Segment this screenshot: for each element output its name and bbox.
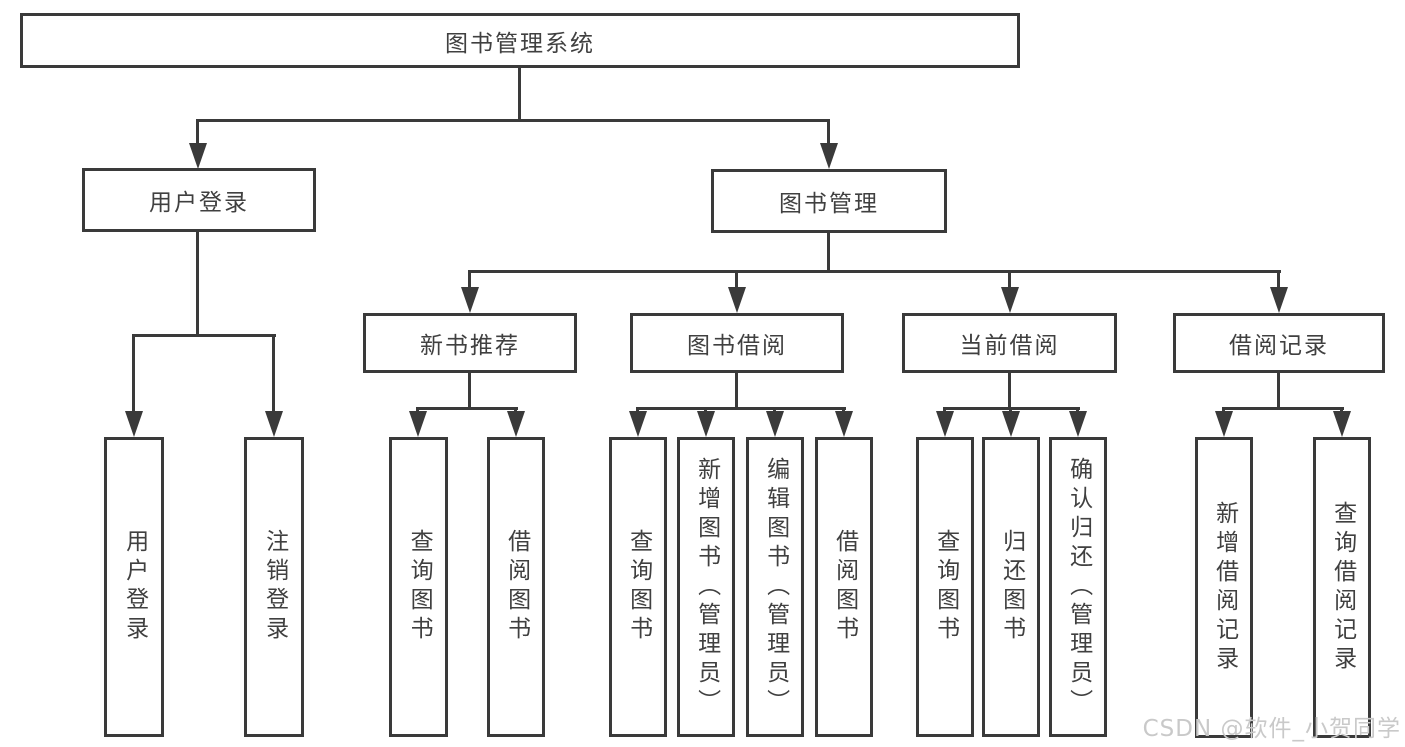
node-current-borrow-label: 当前借阅 xyxy=(959,333,1060,359)
connector-borrow-records-hbar xyxy=(1222,407,1344,410)
arrowhead-to-current-borrow xyxy=(1001,287,1019,313)
leaf-query-borrow-record-label: 查询借阅记录 xyxy=(1329,500,1356,675)
node-root: 图书管理系统 xyxy=(20,13,1020,68)
node-borrow-records: 借阅记录 xyxy=(1173,313,1385,373)
connector-current-borrow-stem xyxy=(1008,373,1011,409)
arrowhead-to-leaf xyxy=(835,411,853,437)
arrowhead-to-leaf-logout xyxy=(265,411,283,437)
leaf-query-books-recommend: 查询图书 xyxy=(389,437,448,737)
leaf-logout-login: 注销登录 xyxy=(244,437,304,737)
connector-root-stem xyxy=(518,68,521,122)
connector-stub xyxy=(1009,407,1012,414)
arrowhead-to-new-book xyxy=(461,287,479,313)
leaf-borrow-books: 借阅图书 xyxy=(815,437,873,737)
node-user-login: 用户登录 xyxy=(82,168,316,232)
node-new-book-recommend: 新书推荐 xyxy=(363,313,577,373)
node-borrow-records-label: 借阅记录 xyxy=(1229,333,1329,359)
leaf-confirm-return-admin-label: 确认归还（管理员） xyxy=(1065,456,1092,718)
node-book-management-label: 图书管理 xyxy=(779,191,879,217)
connector-user-login-hbar xyxy=(132,334,276,337)
connector-book-borrow-stem xyxy=(735,373,738,409)
leaf-logout-login-label: 注销登录 xyxy=(261,529,288,645)
arrowhead-to-book-management xyxy=(820,143,838,169)
connector-to-new-book-stem xyxy=(468,270,471,289)
arrowhead-to-user-login xyxy=(189,143,207,169)
leaf-confirm-return-admin: 确认归还（管理员） xyxy=(1049,437,1107,737)
node-current-borrow: 当前借阅 xyxy=(902,313,1117,373)
leaf-user-login: 用户登录 xyxy=(104,437,164,737)
leaf-return-books: 归还图书 xyxy=(982,437,1040,737)
connector-to-book-borrow-stem xyxy=(735,270,738,289)
leaf-edit-book-admin: 编辑图书（管理员） xyxy=(746,437,804,737)
arrowhead-to-leaf-login xyxy=(125,411,143,437)
connector-stub xyxy=(1340,407,1343,414)
connector-stub xyxy=(416,407,419,414)
node-book-management: 图书管理 xyxy=(711,169,947,233)
connector-stub xyxy=(943,407,946,414)
arrowhead-to-leaf xyxy=(629,411,647,437)
connector-stub xyxy=(704,407,707,414)
arrowhead-to-leaf xyxy=(409,411,427,437)
node-root-label: 图书管理系统 xyxy=(445,30,595,57)
arrowhead-to-leaf xyxy=(1069,411,1087,437)
connector-book-management-stem xyxy=(827,233,830,272)
arrowhead-to-book-borrow xyxy=(728,287,746,313)
leaf-query-books-borrow-label: 查询图书 xyxy=(625,529,652,645)
arrowhead-to-leaf xyxy=(766,411,784,437)
node-book-borrow: 图书借阅 xyxy=(630,313,844,373)
leaf-user-login-label: 用户登录 xyxy=(121,529,148,645)
arrowhead-to-leaf xyxy=(1215,411,1233,437)
connector-to-current-borrow-stem xyxy=(1008,270,1011,289)
arrowhead-to-leaf xyxy=(1002,411,1020,437)
arrowhead-to-leaf xyxy=(1333,411,1351,437)
connector-to-leaf-login-stem xyxy=(132,334,135,413)
leaf-add-borrow-record: 新增借阅记录 xyxy=(1195,437,1253,738)
connector-new-book-hbar xyxy=(416,407,518,410)
connector-stub xyxy=(773,407,776,414)
csdn-watermark: CSDN @软件_小贺同学 xyxy=(1142,716,1401,742)
arrowhead-to-leaf xyxy=(936,411,954,437)
leaf-borrow-books-label: 借阅图书 xyxy=(831,529,858,645)
connector-new-book-stem xyxy=(468,373,471,409)
connector-to-user-login-stem xyxy=(196,119,199,145)
connector-book-management-hbar xyxy=(468,270,1281,273)
leaf-query-borrow-record: 查询借阅记录 xyxy=(1313,437,1371,738)
leaf-borrow-books-recommend-label: 借阅图书 xyxy=(503,529,530,645)
node-new-book-recommend-label: 新书推荐 xyxy=(420,333,520,359)
connector-stub xyxy=(636,407,639,414)
leaf-add-book-admin-label: 新增图书（管理员） xyxy=(693,456,720,718)
connector-stub xyxy=(1076,407,1079,414)
arrowhead-to-leaf xyxy=(507,411,525,437)
leaf-add-book-admin: 新增图书（管理员） xyxy=(677,437,735,737)
arrowhead-to-borrow-records xyxy=(1270,287,1288,313)
leaf-add-borrow-record-label: 新增借阅记录 xyxy=(1211,500,1238,675)
node-book-borrow-label: 图书借阅 xyxy=(687,333,787,359)
connector-stub xyxy=(514,407,517,414)
leaf-borrow-books-recommend: 借阅图书 xyxy=(487,437,545,737)
connector-stub xyxy=(842,407,845,414)
connector-stub xyxy=(1222,407,1225,414)
connector-to-book-management-stem xyxy=(827,119,830,145)
arrowhead-to-leaf xyxy=(697,411,715,437)
connector-to-borrow-records-stem xyxy=(1277,270,1280,289)
leaf-query-books-recommend-label: 查询图书 xyxy=(406,529,433,645)
leaf-edit-book-admin-label: 编辑图书（管理员） xyxy=(762,456,789,718)
leaf-query-books-current-label: 查询图书 xyxy=(932,529,959,645)
node-user-login-label: 用户登录 xyxy=(149,190,249,216)
leaf-query-books-current: 查询图书 xyxy=(916,437,974,737)
connector-user-login-stem xyxy=(196,232,199,336)
connector-book-borrow-hbar xyxy=(636,407,846,410)
leaf-return-books-label: 归还图书 xyxy=(998,529,1025,645)
leaf-query-books-borrow: 查询图书 xyxy=(609,437,667,737)
connector-root-hbar xyxy=(196,119,830,122)
connector-to-leaf-logout-stem xyxy=(272,334,275,413)
connector-borrow-records-stem xyxy=(1277,373,1280,409)
